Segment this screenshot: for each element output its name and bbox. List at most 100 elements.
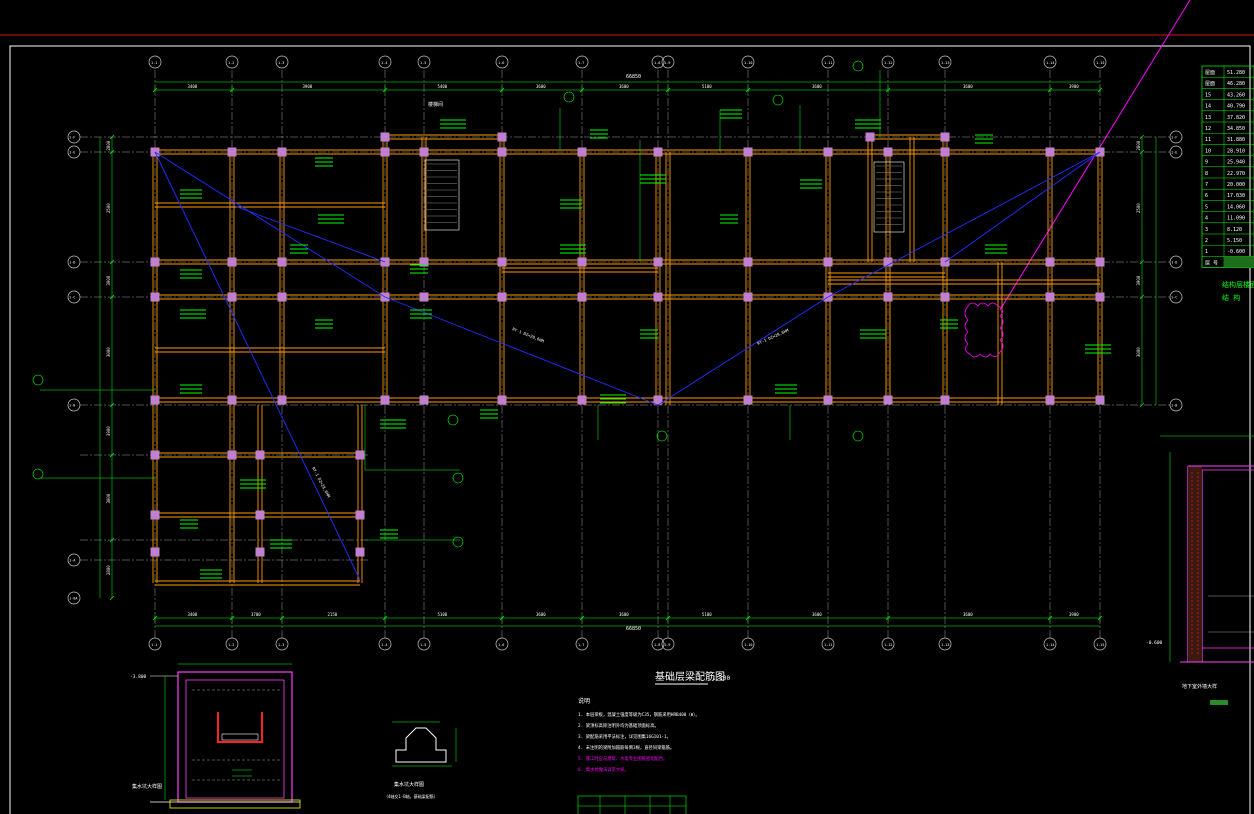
left-dim-tick xyxy=(109,595,115,601)
note-line: 6. 集水坑做法详见大样。 xyxy=(578,766,629,773)
axis-bubble-right xyxy=(1169,130,1183,144)
top-dim-value: 3600 xyxy=(619,84,629,89)
column xyxy=(255,547,265,557)
elev-table-level: 25.940 xyxy=(1227,160,1245,166)
axis-label-bottom: 1-13 xyxy=(941,643,949,647)
column xyxy=(1095,257,1105,267)
bottom-dim-total: 66850 xyxy=(626,626,641,632)
elev-table-level: 46.280 xyxy=(1227,81,1245,87)
bottom-schedule-table xyxy=(577,795,687,814)
elev-table-level: 20.000 xyxy=(1227,182,1245,188)
column xyxy=(277,147,287,157)
top-dim-value: 3600 xyxy=(536,84,546,89)
wall-detail xyxy=(1160,435,1254,705)
stair-label: 楼梯间 xyxy=(428,101,443,108)
column xyxy=(255,450,265,460)
column xyxy=(150,395,160,405)
left-dim-tick xyxy=(109,452,115,458)
bottom-dim-value: 5100 xyxy=(702,612,712,617)
axis-label-top: 1-2 xyxy=(228,61,234,65)
axis-bubble-top xyxy=(881,55,895,69)
column xyxy=(1095,395,1105,405)
axis-bubble-left xyxy=(67,591,81,605)
right-dim-tick xyxy=(1139,149,1145,155)
axis-label-top: 1-6 xyxy=(498,61,504,65)
section-marker xyxy=(656,430,668,442)
bottom-dim-value: 3900 xyxy=(1069,612,1079,617)
note-line: 3. 梁配筋采用平法标注，详见图集16G101-1。 xyxy=(578,733,671,740)
axis-label-top: 1-5 xyxy=(420,61,426,65)
column xyxy=(419,147,429,157)
column xyxy=(150,292,160,302)
left-dim-value: 3900 xyxy=(106,275,111,285)
sheet-border xyxy=(9,45,1251,814)
column xyxy=(497,132,507,142)
column xyxy=(150,450,160,460)
revision-cloud xyxy=(964,302,1004,358)
left-dim-tick xyxy=(109,259,115,265)
column xyxy=(577,395,587,405)
bottom-dim-value: 3600 xyxy=(619,612,629,617)
right-dim-value: 2500 xyxy=(1136,203,1141,213)
axis-label-top: 1-14 xyxy=(1046,61,1054,65)
left-dim-value: 2800 xyxy=(106,140,111,150)
diagonal-tie-line xyxy=(827,151,1101,298)
column xyxy=(497,292,507,302)
left-dim-tick xyxy=(109,294,115,300)
elev-caption-1: 结构层楼面 xyxy=(1222,280,1254,289)
column xyxy=(227,395,237,405)
axis-label-top: 1-10 xyxy=(744,61,752,65)
section-marker xyxy=(447,414,459,426)
column xyxy=(823,147,833,157)
diagonal-tie-line xyxy=(384,296,659,406)
elev-table-level: 11.090 xyxy=(1227,216,1245,222)
axis-label-top: 1-3 xyxy=(278,61,284,65)
column xyxy=(743,292,753,302)
right-dim-tick xyxy=(1139,402,1145,408)
left-dim-value: 3000 xyxy=(106,493,111,503)
bottom-dim-value: 5100 xyxy=(438,612,448,617)
column xyxy=(227,450,237,460)
top-dim-value: 3400 xyxy=(188,84,198,89)
elev-table-level: 37.820 xyxy=(1227,115,1245,121)
axis-bubble-bottom xyxy=(417,637,431,651)
diagonal-tie-line xyxy=(154,151,361,581)
axis-grid xyxy=(80,70,1170,640)
section-marker xyxy=(452,536,464,548)
top-dim-value: 5400 xyxy=(438,84,448,89)
right-dim-tick xyxy=(1139,134,1145,140)
axis-bubble-bottom xyxy=(651,637,665,651)
top-dim-value: 3900 xyxy=(303,84,313,89)
elev-table-level: 28.910 xyxy=(1227,148,1245,154)
axis-label-bottom: 1-1 xyxy=(151,643,157,647)
axis-label-top: 1-12 xyxy=(884,61,892,65)
section-detail xyxy=(392,721,457,767)
column xyxy=(823,257,833,267)
pit-detail xyxy=(150,663,301,809)
axis-bubble-left xyxy=(67,145,81,159)
column xyxy=(743,395,753,405)
stair-outline xyxy=(873,161,905,233)
axis-bubble-top xyxy=(575,55,589,69)
axis-label-right: 1-C xyxy=(1171,296,1177,300)
section-marker xyxy=(32,374,44,386)
bottom-dim-value: 3400 xyxy=(188,612,198,617)
axis-bubble-top xyxy=(821,55,835,69)
column xyxy=(497,147,507,157)
axis-bubble-bottom xyxy=(938,637,952,651)
note-line: 1. 本层梁板，混凝土强度等级为C35，钢筋采用HRB400（Φ）。 xyxy=(578,711,700,718)
axis-bubble-right xyxy=(1169,398,1183,412)
elev-table-floor: 13 xyxy=(1205,115,1211,121)
column xyxy=(380,147,390,157)
axis-bubble-left xyxy=(67,290,81,304)
column xyxy=(255,510,265,520)
axis-label-right: 1-B xyxy=(1171,404,1177,408)
axis-label-top: 1-8 xyxy=(654,61,660,65)
axis-bubble-top xyxy=(651,55,665,69)
column xyxy=(419,257,429,267)
axis-label-top: 1-13 xyxy=(941,61,949,65)
column xyxy=(1095,292,1105,302)
note-line: 4. 未注明的梁附加箍筋每侧3根，直径同梁箍筋。 xyxy=(578,744,674,751)
axis-label-bottom: 1-4 xyxy=(381,643,387,647)
column xyxy=(743,147,753,157)
